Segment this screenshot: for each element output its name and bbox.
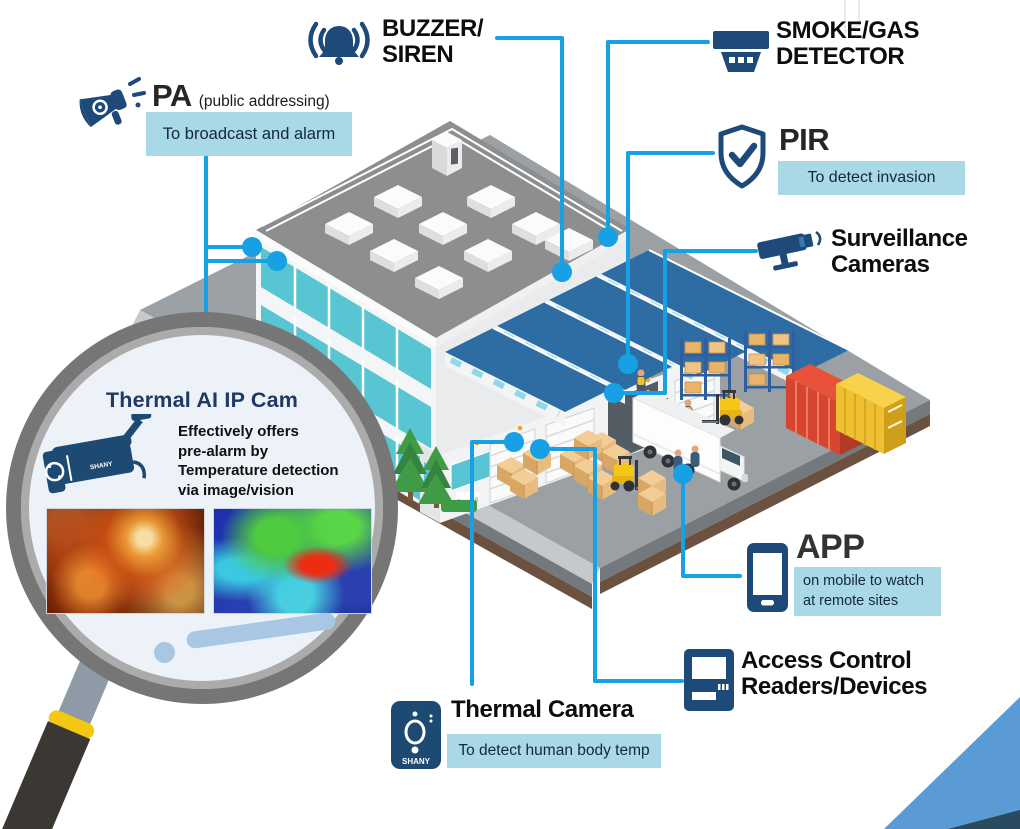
bullet-camera-icon: SHANY xyxy=(42,414,152,494)
surveillance-label: Surveillance Cameras xyxy=(831,225,968,278)
connector-lines xyxy=(204,36,758,686)
pir-shield-icon xyxy=(718,124,766,189)
pir-label: PIR xyxy=(779,122,830,157)
thermal-camera-label: Thermal Camera xyxy=(451,696,634,723)
pa-label: PA (public addressing) xyxy=(152,78,330,113)
svg-text:SHANY: SHANY xyxy=(402,757,431,766)
worker xyxy=(690,445,700,467)
pir-note: To detect invasion xyxy=(778,161,965,195)
shipping-container-yellow xyxy=(836,373,906,454)
glass-reflection-dot xyxy=(154,642,175,663)
pa-megaphone-icon xyxy=(79,77,146,128)
thermal-heatmap-photo xyxy=(213,508,372,614)
app-label: APP xyxy=(796,528,865,566)
magnifier: Thermal AI IP Cam SHANY Effectively offe… xyxy=(6,312,398,704)
cctv-camera-icon xyxy=(757,230,822,271)
trees xyxy=(390,428,477,512)
app-note: on mobile to watch at remote sites xyxy=(794,567,941,617)
access-reader-icon xyxy=(684,649,734,711)
thermal-camera-note: To detect human body temp xyxy=(447,734,661,768)
smartphone-icon xyxy=(747,543,788,612)
magnifier-title: Thermal AI IP Cam xyxy=(105,388,299,412)
pa-note: To broadcast and alarm xyxy=(146,112,352,156)
access-control-label: Access Control Readers/Devices xyxy=(741,647,928,700)
buzzer-siren-label: BUZZER/ SIREN xyxy=(382,15,484,68)
worker xyxy=(636,369,646,391)
roof-penthouse xyxy=(432,132,462,176)
buzzer-siren-icon xyxy=(308,21,370,65)
smoke-detector-label: SMOKE/GAS DETECTOR xyxy=(776,17,920,70)
smoke-detector-icon xyxy=(713,31,769,72)
foundry-photo xyxy=(46,508,205,614)
corner-triangle xyxy=(884,697,1020,829)
thermal-camera-icon: SHANY xyxy=(391,701,441,769)
svg-text:SHANY: SHANY xyxy=(90,460,114,471)
connector-dots xyxy=(242,227,693,484)
magnifier-description: Effectively offers pre-alarm by Temperat… xyxy=(178,423,339,499)
